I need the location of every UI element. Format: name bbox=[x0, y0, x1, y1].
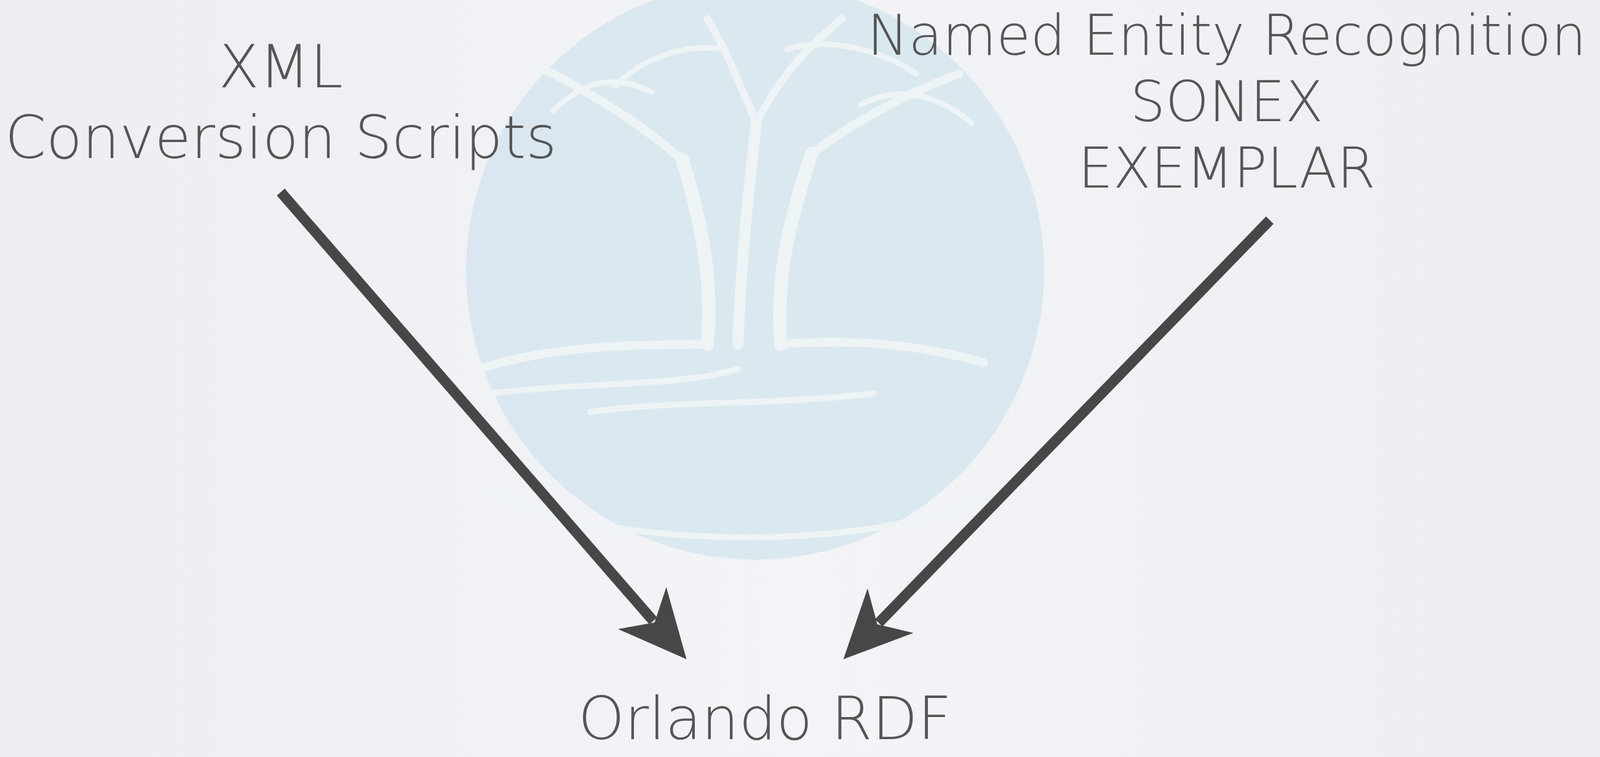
text-node: Named Entity RecognitionSONEXEXEMPLAR bbox=[867, 2, 1586, 202]
arrow-head bbox=[843, 588, 914, 660]
node-label: XML bbox=[4, 31, 557, 103]
node-label: Orlando RDF bbox=[578, 683, 952, 755]
text-node: XMLConversion Scripts bbox=[4, 31, 557, 174]
node-label: SONEX bbox=[867, 68, 1586, 136]
arrow-shaft bbox=[878, 220, 1270, 623]
arrow-connector bbox=[843, 220, 1270, 660]
watermark-circle bbox=[466, 0, 1045, 560]
arrow-shaft bbox=[281, 191, 654, 621]
node-label: EXEMPLAR bbox=[867, 135, 1586, 202]
text-node: Orlando RDF bbox=[578, 683, 952, 755]
tree-strokes bbox=[479, 18, 1015, 538]
arrow-head bbox=[617, 587, 687, 660]
node-label: Named Entity Recognition bbox=[867, 2, 1586, 69]
node-label: Conversion Scripts bbox=[4, 102, 557, 174]
arrow-connector bbox=[281, 191, 687, 660]
